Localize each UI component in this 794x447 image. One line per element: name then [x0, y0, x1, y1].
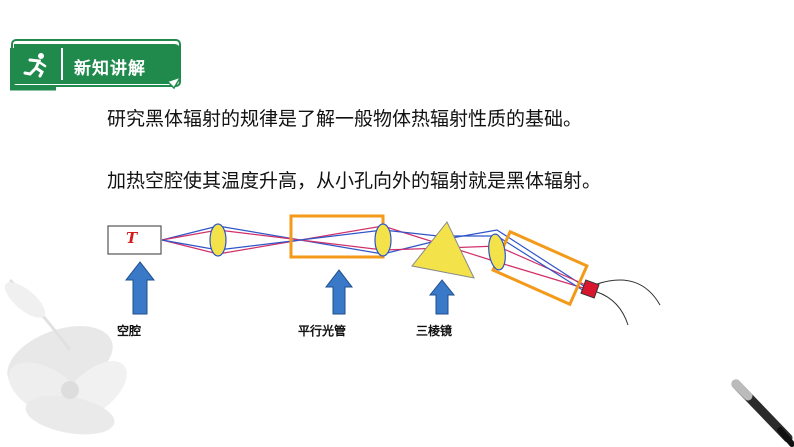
content-line-1: 研究黑体辐射的规律是了解一般物体热辐射性质的基础。 [107, 108, 583, 130]
light-rays [161, 225, 593, 297]
arrow-collimator [324, 269, 354, 315]
prism [411, 221, 475, 279]
lens-3 [488, 233, 506, 271]
arrow-cavity [124, 261, 156, 315]
cavity-box [107, 225, 162, 255]
header-badge [10, 39, 181, 91]
temperature-symbol: T [126, 229, 138, 247]
content-line-2: 加热空腔使其温度升高，从小孔向外的辐射就是黑体辐射。 [107, 170, 602, 192]
lens-1 [209, 223, 227, 257]
label-collimator: 平行光管 [298, 324, 347, 338]
detector [580, 279, 600, 299]
collimator-tube [289, 214, 385, 259]
arrow-prism [428, 279, 456, 315]
label-cavity: 空腔 [117, 324, 142, 338]
running-person-icon [23, 53, 47, 78]
flower-decoration [4, 278, 127, 435]
label-prism: 三棱镜 [416, 324, 453, 338]
lens-2 [374, 223, 392, 257]
brush-decoration [731, 379, 794, 447]
section-title: 新知讲解 [74, 59, 146, 79]
